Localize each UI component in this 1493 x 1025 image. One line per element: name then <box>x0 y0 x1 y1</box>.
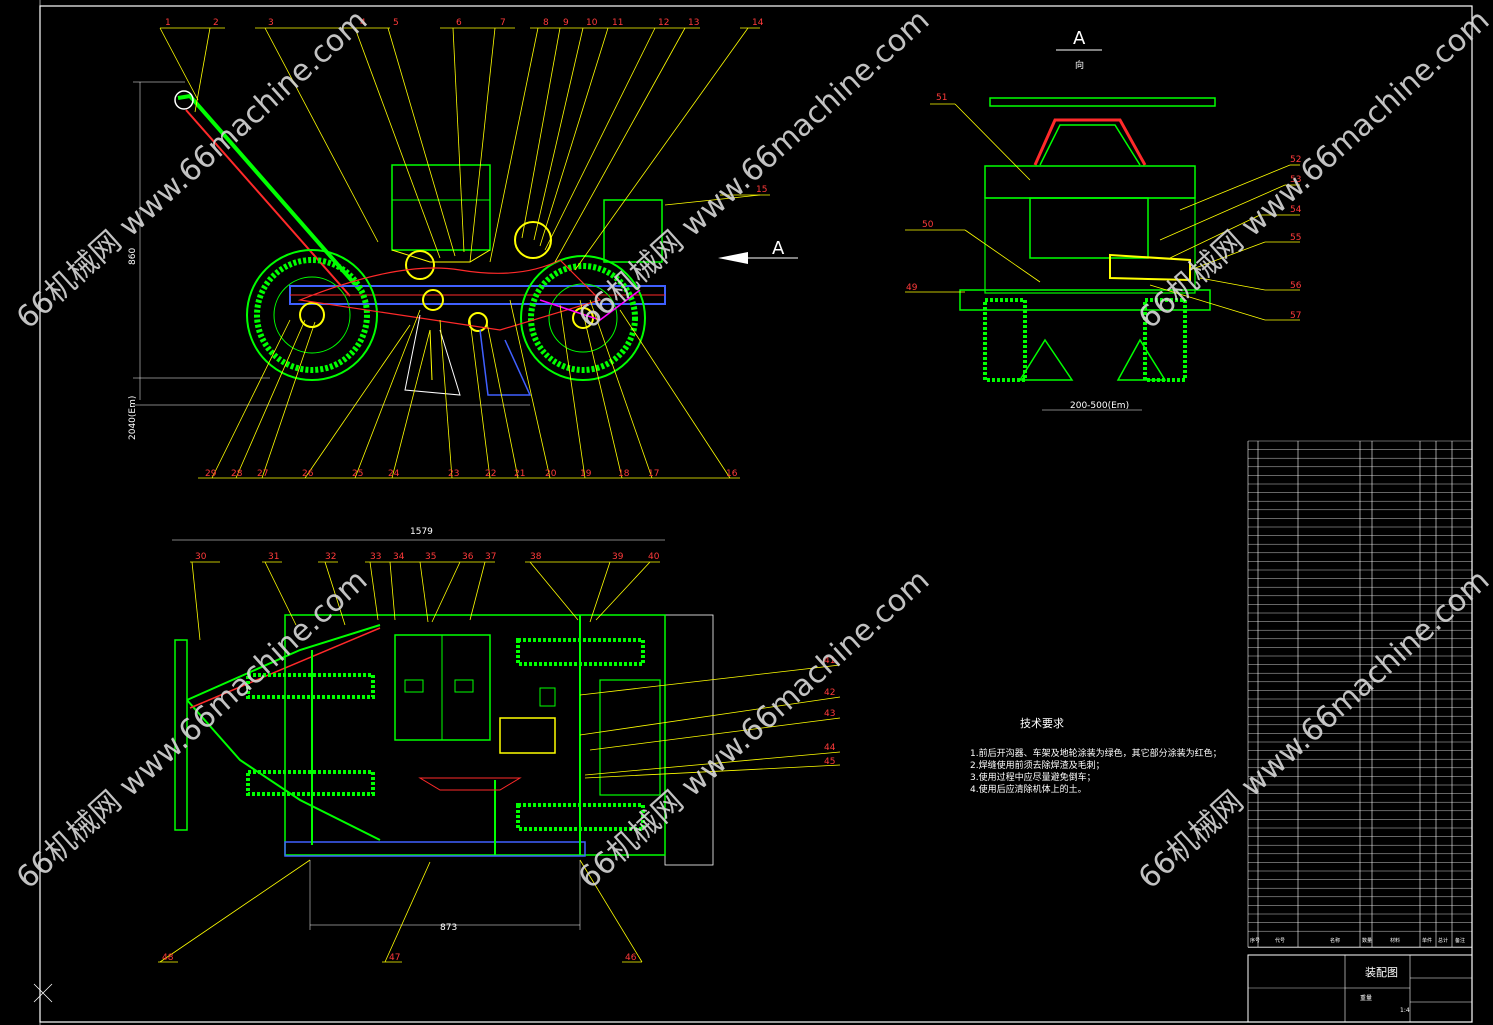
callout-47: 47 <box>389 953 400 963</box>
callout-11: 11 <box>612 18 623 28</box>
tech-title: 技术要求 <box>1020 717 1064 730</box>
callout-28: 28 <box>231 469 243 479</box>
view-a-letter: A <box>1073 28 1086 49</box>
bom-header-4: 数量 <box>1362 937 1372 944</box>
callout-38: 38 <box>530 552 542 562</box>
watermark-2: 66机械网 www.66machine.com <box>572 3 936 336</box>
bom-header-6: 单件 <box>1422 937 1432 944</box>
dim-860: 860 <box>128 248 138 265</box>
callout-21: 21 <box>514 469 525 479</box>
callout-6: 6 <box>456 18 462 28</box>
callout-42: 42 <box>824 688 835 698</box>
callout-50: 50 <box>922 220 934 230</box>
dim-1579: 1579 <box>410 527 433 537</box>
callout-35: 35 <box>425 552 436 562</box>
bom-header-1: 序号 <box>1250 937 1260 944</box>
callout-45: 45 <box>824 757 835 767</box>
callout-32: 32 <box>325 552 336 562</box>
top-callouts: 30 31 32 33 34 35 36 37 38 39 40 41 42 4… <box>162 552 836 963</box>
callout-37: 37 <box>485 552 496 562</box>
view-a-dir: 向 <box>1075 59 1084 71</box>
callout-39: 39 <box>612 552 624 562</box>
weight-label: 重量 <box>1360 994 1372 1002</box>
callout-8: 8 <box>543 18 549 28</box>
callout-36: 36 <box>462 552 474 562</box>
callout-14: 14 <box>752 18 764 28</box>
callout-40: 40 <box>648 552 660 562</box>
callout-12: 12 <box>658 18 669 28</box>
callout-34: 34 <box>393 552 405 562</box>
callout-55: 55 <box>1290 233 1301 243</box>
tech-item-1: 1.前后开沟器、车架及地轮涂装为绿色，其它部分涂装为红色； <box>970 747 1222 759</box>
callout-27: 27 <box>257 469 268 479</box>
callout-33: 33 <box>370 552 381 562</box>
callout-29: 29 <box>205 469 217 479</box>
callout-46: 46 <box>625 953 637 963</box>
side-callouts: 1 2 3 4 5 6 7 8 9 10 11 12 13 14 15 16 1… <box>165 18 767 479</box>
callout-44: 44 <box>824 743 836 753</box>
callout-53: 53 <box>1290 175 1301 185</box>
callout-22: 22 <box>485 469 496 479</box>
bom-header-2: 代号 <box>1275 937 1285 944</box>
callout-20: 20 <box>545 469 557 479</box>
tech-requirements: 技术要求 1.前后开沟器、车架及地轮涂装为绿色，其它部分涂装为红色； 2.焊缝使… <box>970 717 1222 795</box>
callout-16: 16 <box>726 469 738 479</box>
dim-873: 873 <box>440 923 457 933</box>
side-view: 860 2040(Em) <box>128 18 798 479</box>
bom-header-8: 备注 <box>1455 937 1465 944</box>
callout-51: 51 <box>936 93 947 103</box>
callout-10: 10 <box>586 18 598 28</box>
callout-52: 52 <box>1290 155 1301 165</box>
title-block: 装配图 重量 1:4 <box>1247 954 1473 1023</box>
dim-2040: 2040(Em) <box>128 396 138 440</box>
callout-30: 30 <box>195 552 207 562</box>
bom-header-3: 名称 <box>1330 937 1340 944</box>
callout-3: 3 <box>268 18 274 28</box>
callout-24: 24 <box>388 469 400 479</box>
callout-43: 43 <box>824 709 835 719</box>
callout-2: 2 <box>213 18 219 28</box>
dim-200-500: 200-500(Em) <box>1070 401 1129 411</box>
svg-text:A: A <box>772 238 785 259</box>
tech-item-3: 3.使用过程中应尽量避免倒车； <box>970 771 1096 783</box>
callout-5: 5 <box>393 18 399 28</box>
watermark-5: 66机械网 www.66machine.com <box>572 563 936 896</box>
scale: 1:4 <box>1400 1007 1410 1014</box>
bom-header-7: 总计 <box>1438 937 1448 944</box>
callout-15: 15 <box>756 185 767 195</box>
view-arrow-a: A <box>718 238 798 264</box>
callout-54: 54 <box>1290 205 1302 215</box>
callout-4: 4 <box>360 18 366 28</box>
callout-49: 49 <box>906 283 918 293</box>
callout-9: 9 <box>563 18 569 28</box>
callout-13: 13 <box>688 18 699 28</box>
top-view: 1579 873 <box>158 527 841 963</box>
corner-mark <box>33 983 53 1003</box>
callout-1: 1 <box>165 18 171 28</box>
callout-7: 7 <box>500 18 506 28</box>
callout-23: 23 <box>448 469 459 479</box>
callout-19: 19 <box>580 469 592 479</box>
watermark-4: 66机械网 www.66machine.com <box>10 563 374 896</box>
front-callouts: 49 50 51 52 53 54 55 56 57 <box>906 93 1302 321</box>
title-block-title: 装配图 <box>1365 966 1398 979</box>
watermark-3: 66机械网 www.66machine.com <box>1132 3 1493 336</box>
callout-48: 48 <box>162 953 174 963</box>
bom-table: 序号 代号 名称 数量 材料 单件总计备注 <box>1247 440 1473 948</box>
callout-31: 31 <box>268 552 279 562</box>
callout-25: 25 <box>352 469 363 479</box>
callout-18: 18 <box>618 469 630 479</box>
front-view: A 向 200-500(Em) 49 50 51 <box>905 28 1302 411</box>
bom-header-5: 材料 <box>1390 937 1400 944</box>
callout-57: 57 <box>1290 311 1301 321</box>
callout-26: 26 <box>302 469 314 479</box>
callout-41: 41 <box>824 656 835 666</box>
callout-56: 56 <box>1290 281 1302 291</box>
callout-17: 17 <box>648 469 659 479</box>
tech-item-2: 2.焊缝使用前须去除焊渣及毛刺； <box>970 759 1105 771</box>
tech-item-4: 4.使用后应清除机体上的土。 <box>970 783 1087 795</box>
